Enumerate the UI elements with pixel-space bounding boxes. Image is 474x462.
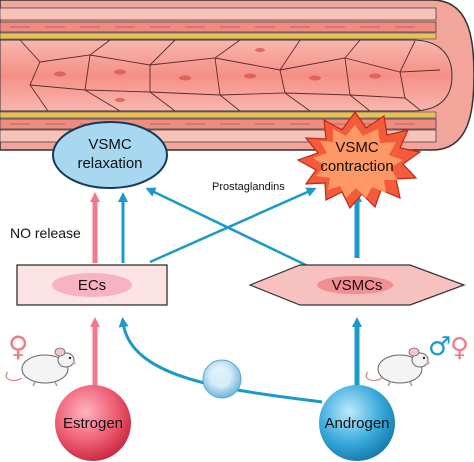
node-androgen: Androgen xyxy=(319,385,395,461)
node-vsmcs: VSMCs xyxy=(248,264,466,306)
node-vsmc-contraction: VSMC contraction xyxy=(296,110,422,210)
female-symbol-left: ♀ xyxy=(8,330,29,363)
ecs-label: ECs xyxy=(78,277,106,294)
label-no-release: NO release xyxy=(10,225,81,241)
female-symbol-right: ♀ xyxy=(450,333,469,363)
arrow-vsmcs-to-relaxation xyxy=(145,187,313,270)
contraction-line2: contraction xyxy=(320,158,393,175)
blood-vessel xyxy=(0,0,474,151)
mouse-left-icon xyxy=(5,347,76,387)
arrows xyxy=(90,187,362,404)
estrogen-label: Estrogen xyxy=(63,415,123,432)
label-prostaglandins: Prostaglandins xyxy=(212,181,285,193)
male-symbol-right: ♂ xyxy=(428,332,451,362)
relaxation-line2: relaxation xyxy=(77,155,142,172)
node-ecs: ECs xyxy=(16,264,168,306)
vsmcs-label: VSMCs xyxy=(332,277,383,294)
relaxation-line1: VSMC xyxy=(88,136,132,153)
mouse-right-icon xyxy=(365,347,430,387)
arrow-androgen-to-ecs xyxy=(118,317,323,404)
contraction-line1: VSMC xyxy=(335,139,379,156)
node-vsmc-relaxation: VSMC relaxation xyxy=(52,121,168,189)
androgen-label: Androgen xyxy=(324,415,389,432)
arrow-ecs-to-contraction xyxy=(149,187,317,264)
node-estrogen: Estrogen xyxy=(55,385,131,461)
immune-cell-icon xyxy=(202,359,242,399)
